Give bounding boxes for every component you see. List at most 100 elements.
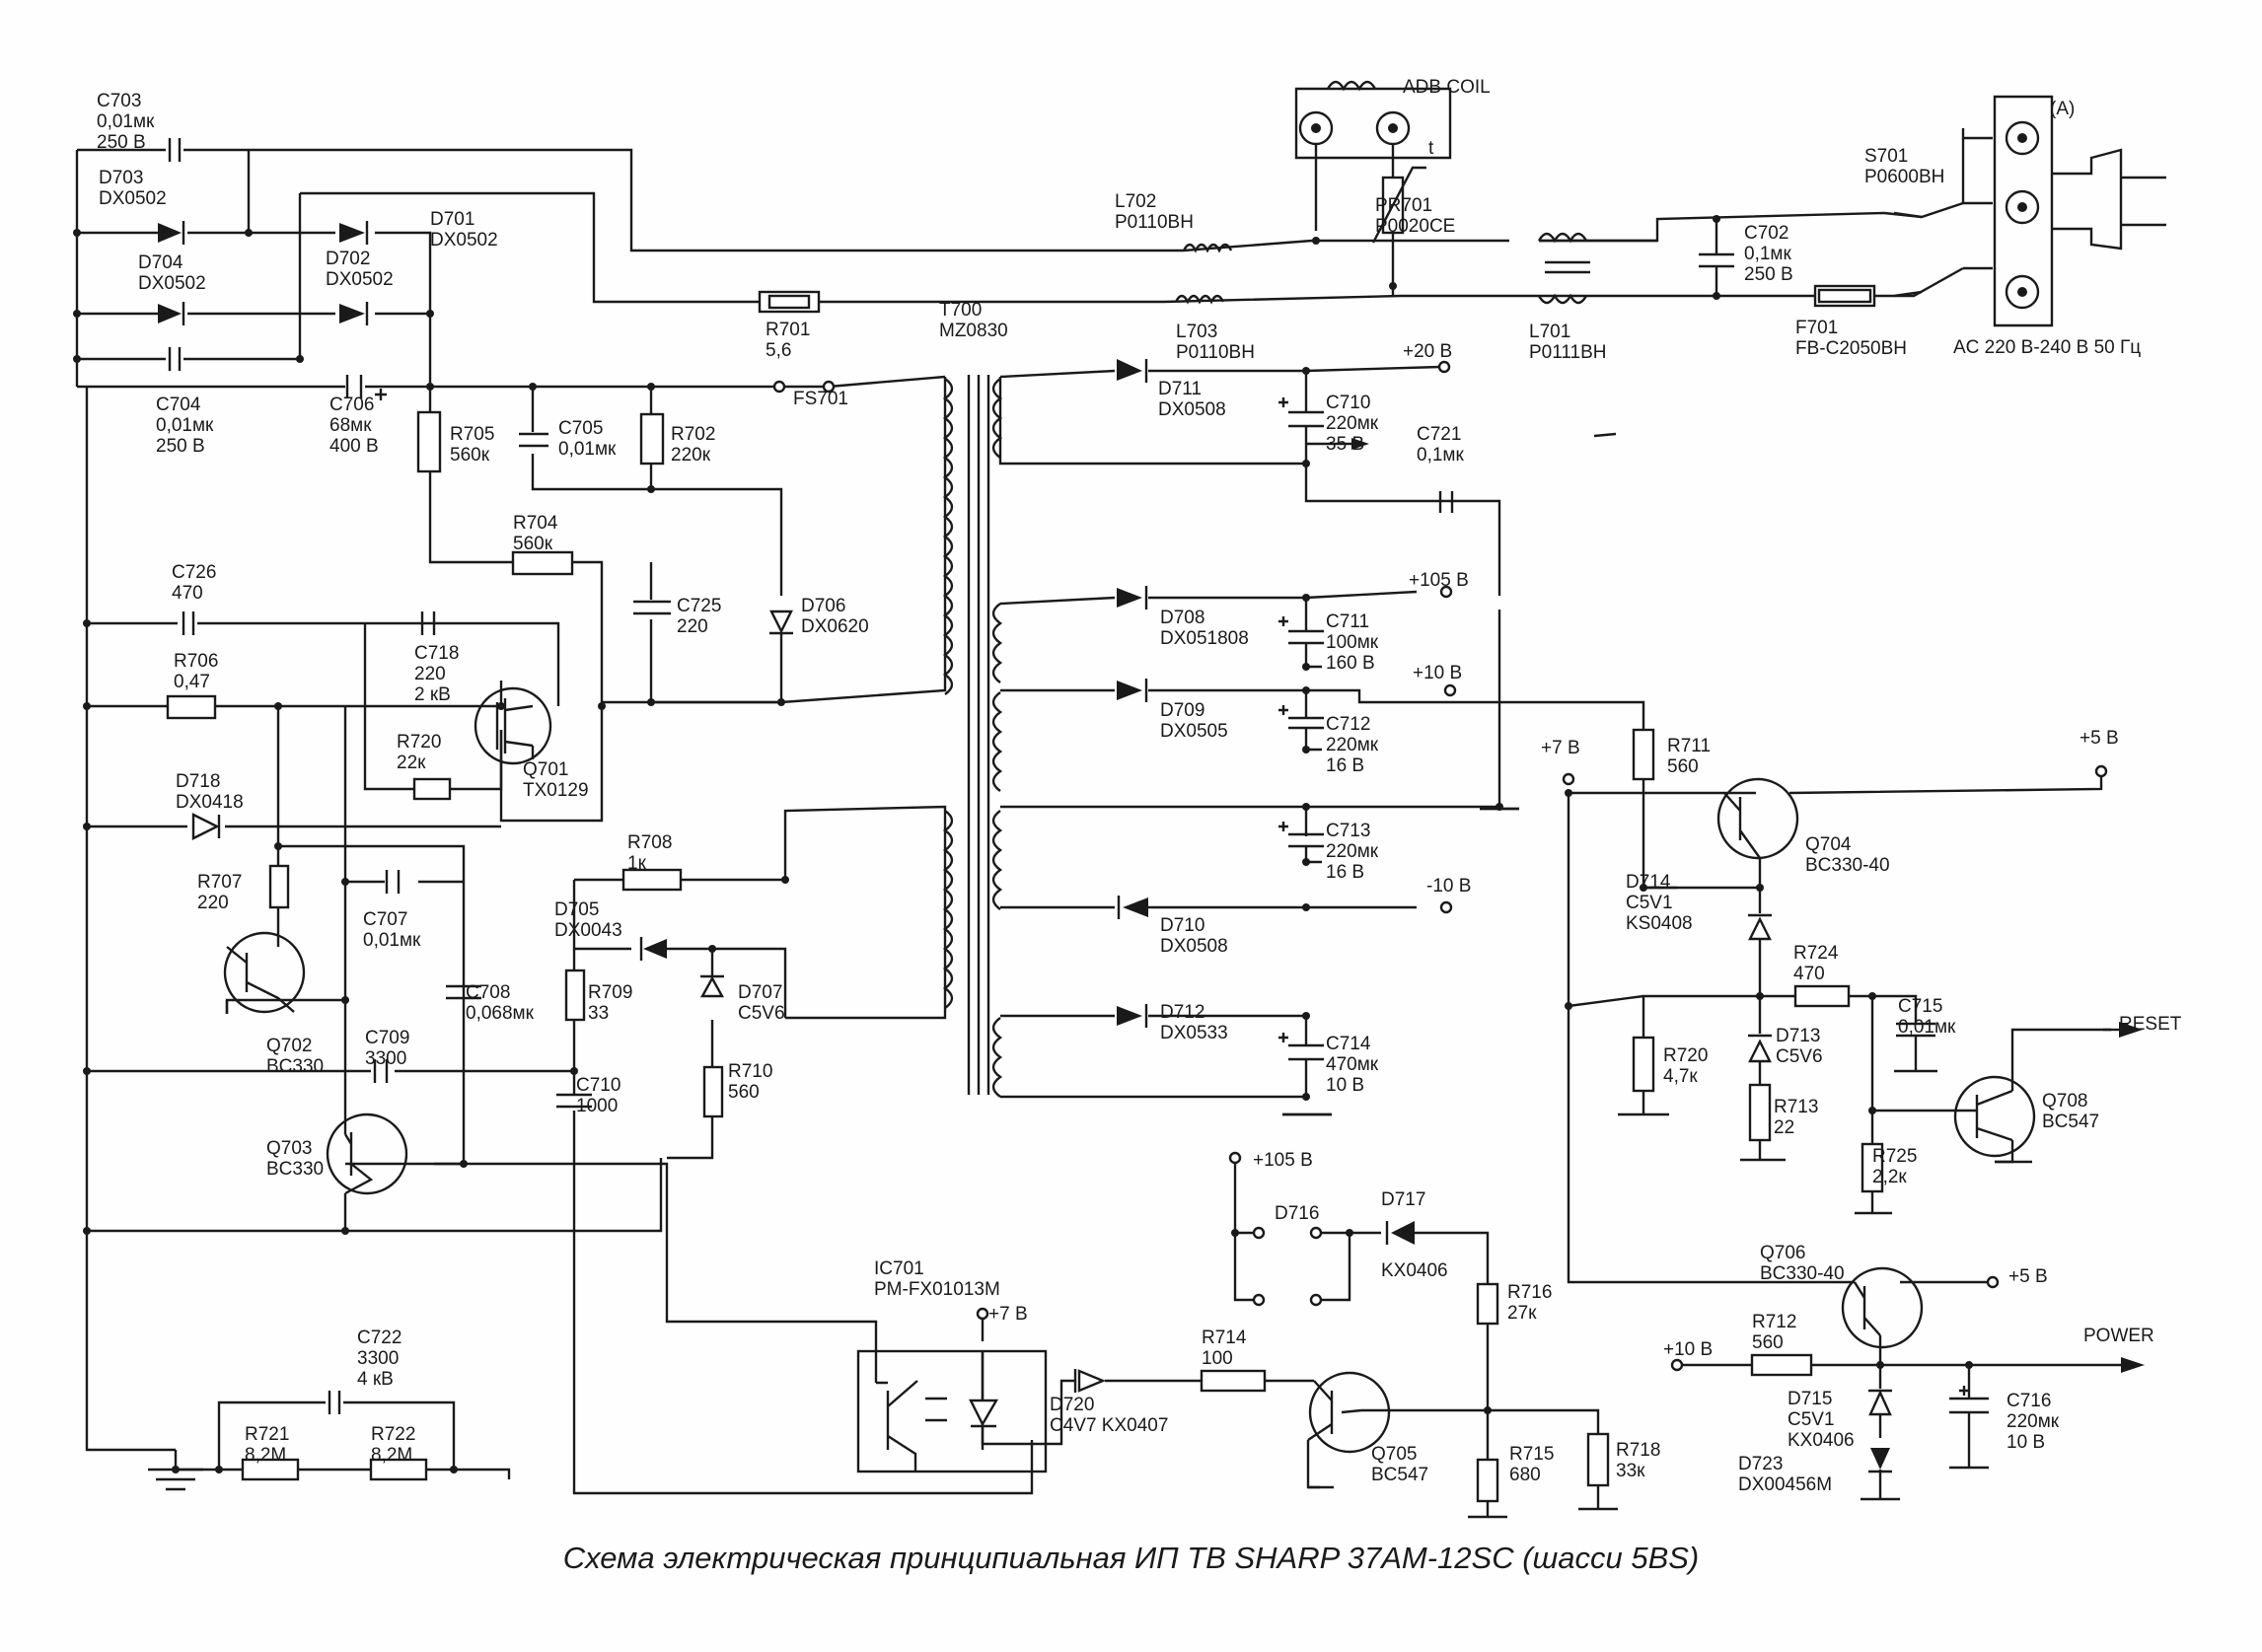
label-c706-line: C706 bbox=[329, 395, 374, 415]
label-c710b-line: C710 bbox=[1326, 393, 1370, 413]
label-d706-line: D706 bbox=[801, 596, 845, 616]
label-d715-line: D715 bbox=[1788, 1389, 1832, 1409]
label-s701-line: P0600BH bbox=[1864, 167, 1944, 187]
label-c709-line: C709 bbox=[365, 1028, 409, 1048]
label-p7a: +7 B bbox=[1541, 738, 1580, 758]
label-c705-line: C705 bbox=[558, 418, 603, 439]
label-r711-line: R711 bbox=[1667, 736, 1711, 756]
label-c702-line: C702 bbox=[1744, 223, 1788, 244]
label-d717: D717 bbox=[1381, 1189, 1425, 1210]
label-q705-line: Q705 bbox=[1371, 1444, 1417, 1465]
label-d705-line: DX0043 bbox=[554, 920, 622, 941]
label-p105b: +105 B bbox=[1253, 1150, 1313, 1171]
label-r721-line: 8,2M bbox=[245, 1445, 286, 1466]
label-r724-line: R724 bbox=[1793, 943, 1839, 964]
label-c710b-line: 220мк bbox=[1326, 413, 1379, 434]
label-q705-line: BC547 bbox=[1371, 1465, 1428, 1485]
label-c726-line: 470 bbox=[172, 583, 203, 604]
label-r720a-line: R720 bbox=[397, 732, 441, 753]
label-c704-line: 250 B bbox=[156, 436, 205, 457]
label-p5a: +5 B bbox=[2080, 728, 2119, 749]
label-d718-line: D718 bbox=[176, 771, 220, 792]
label-r714-line: R714 bbox=[1202, 1328, 1247, 1348]
label-c702-line: 0,1мк bbox=[1744, 244, 1791, 264]
label-d714-line: KS0408 bbox=[1626, 913, 1693, 934]
label-r714-line: 100 bbox=[1202, 1348, 1233, 1369]
label-c712-line: 16 B bbox=[1326, 755, 1364, 776]
caption-text: Схема электрическая принципиальная ИП ТВ… bbox=[562, 1541, 1700, 1575]
label-d703-line: D703 bbox=[99, 168, 143, 188]
label-r720b-line: R720 bbox=[1663, 1045, 1708, 1066]
label-r702-line: 220к bbox=[671, 445, 711, 466]
label-d703-line: DX0502 bbox=[99, 188, 167, 209]
label-r711-line: 560 bbox=[1667, 756, 1699, 777]
label-d712-line: DX0533 bbox=[1160, 1023, 1228, 1043]
diagram-caption: Схема электрическая принципиальная ИП ТВ… bbox=[0, 1541, 2262, 1576]
label-r707-line: 220 bbox=[197, 893, 229, 913]
label-a-line: (A) bbox=[2050, 99, 2075, 119]
label-c703-line: 0,01мк bbox=[97, 111, 155, 132]
label-q703-line: Q703 bbox=[266, 1138, 312, 1159]
label-q701-line: Q701 bbox=[523, 759, 568, 780]
label-ac: AC 220 B-240 B 50 Гц bbox=[1953, 337, 2141, 358]
label-power-line: POWER bbox=[2083, 1326, 2154, 1346]
label-r712-line: 560 bbox=[1752, 1332, 1784, 1353]
label-c721-line: C721 bbox=[1417, 424, 1461, 445]
label-p10b-line: +10 B bbox=[1663, 1339, 1713, 1360]
label-d704-line: DX0502 bbox=[138, 273, 206, 294]
label-t700-line: MZ0830 bbox=[939, 321, 1008, 341]
label-ac-line: AC 220 B-240 B 50 Гц bbox=[1953, 337, 2141, 358]
label-c706-line: 400 B bbox=[329, 436, 379, 457]
label-r706-line: 0,47 bbox=[174, 672, 210, 692]
label-q706-line: BC330-40 bbox=[1760, 1263, 1845, 1284]
label-c710b-line: 35 B bbox=[1326, 434, 1364, 455]
label-c716-line: 220мк bbox=[2007, 1411, 2060, 1432]
label-pr701-line: P0020CE bbox=[1375, 216, 1455, 237]
label-d711-line: D711 bbox=[1158, 379, 1202, 399]
label-p10b: +10 B bbox=[1663, 1339, 1713, 1360]
label-d715-line: C5V1 bbox=[1788, 1409, 1835, 1430]
label-c722-line: 4 кВ bbox=[357, 1369, 394, 1390]
label-l703-line: L703 bbox=[1176, 322, 1217, 342]
label-adb-line: ADB COIL bbox=[1403, 77, 1491, 98]
label-q704-line: Q704 bbox=[1805, 834, 1852, 855]
label-r710-line: 560 bbox=[728, 1082, 760, 1103]
label-c715-line: C715 bbox=[1898, 996, 1942, 1017]
wires-secondary bbox=[998, 365, 2119, 1284]
label-c711-line: C711 bbox=[1326, 611, 1369, 632]
label-r702-line: R702 bbox=[671, 424, 715, 445]
label-d714-line: D714 bbox=[1626, 872, 1671, 893]
label-r715-line: R715 bbox=[1509, 1444, 1554, 1465]
label-r716-line: 27к bbox=[1507, 1303, 1537, 1324]
label-c710a-line: 1000 bbox=[576, 1096, 618, 1116]
